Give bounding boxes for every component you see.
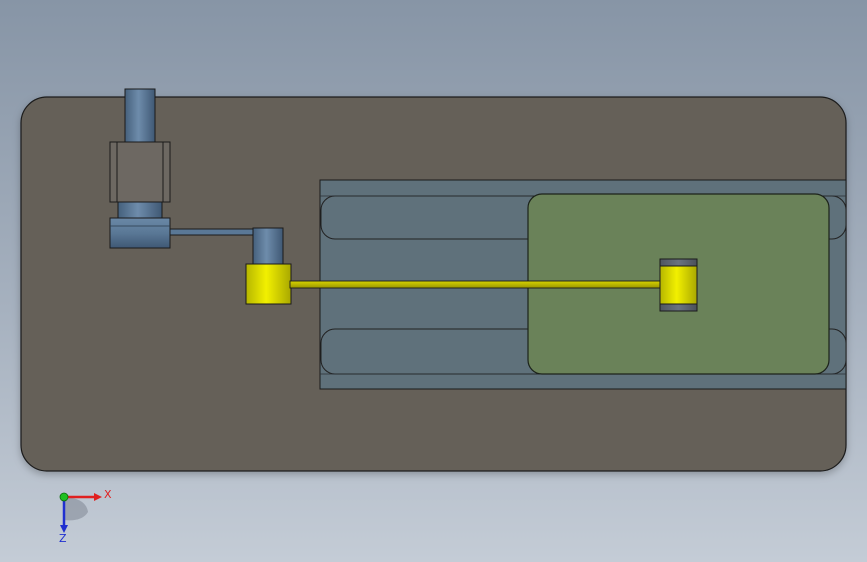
slider-clevis[interactable] (659, 258, 698, 312)
z-axis-label: Z (59, 532, 67, 545)
cylinder-flange (117, 201, 163, 219)
connecting-arm[interactable] (169, 228, 263, 236)
y-axis-dot (59, 492, 69, 502)
vertical-cylinder[interactable] (109, 88, 171, 249)
clevis-cap-bottom (659, 303, 698, 312)
z-axis-arrow (60, 525, 68, 533)
x-axis-arrow (94, 493, 102, 501)
yellow-clevis-right (659, 265, 698, 306)
drive-rod[interactable] (289, 280, 665, 289)
cylinder-base (109, 217, 171, 249)
yellow-clevis-left (245, 263, 292, 305)
cylinder-body (109, 141, 171, 203)
x-axis-label: X (104, 488, 112, 501)
cylinder-rod (124, 88, 156, 144)
pivot-joint[interactable] (245, 227, 292, 305)
orientation-triad[interactable]: X Z (59, 488, 112, 545)
pivot-post (252, 227, 284, 267)
